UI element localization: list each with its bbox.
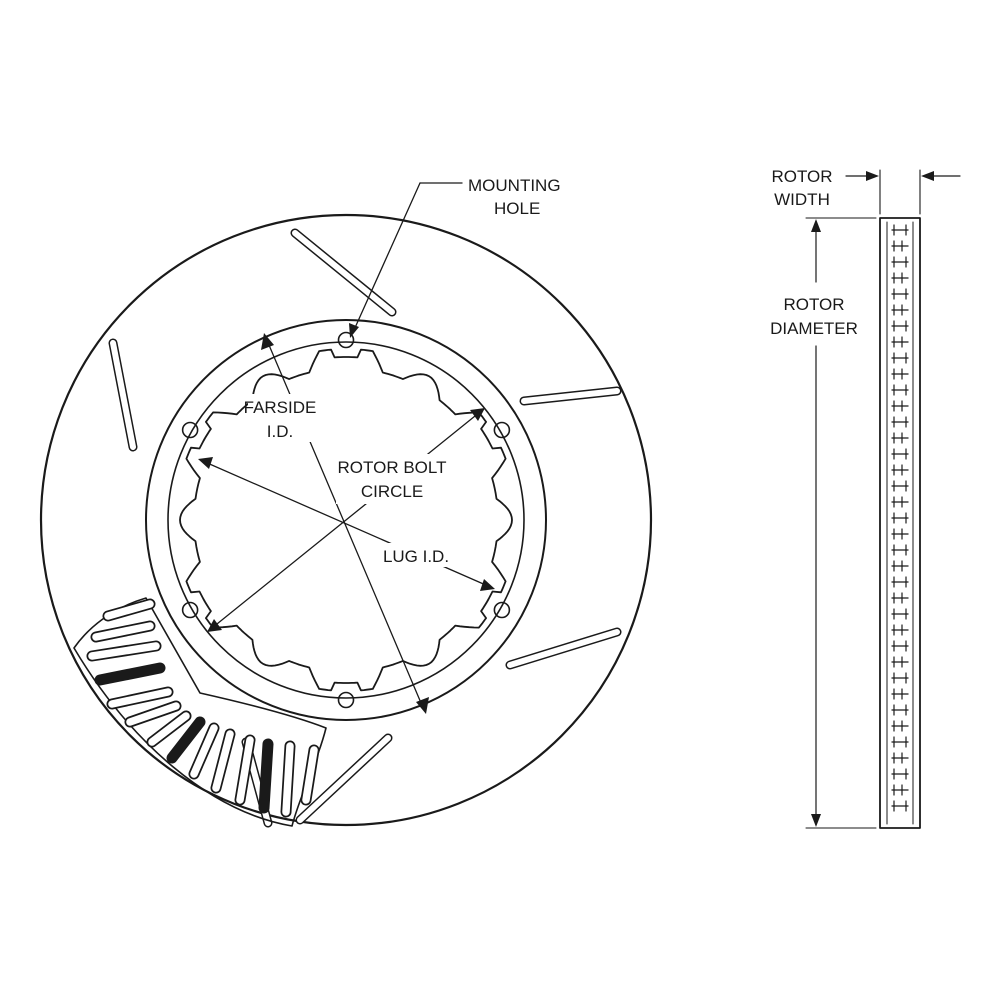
lug-id-scalloped-profile [179,348,513,692]
rotor-front-view [39,213,653,828]
rotor-width-label-line2: WIDTH [774,190,830,209]
mounting-hole [493,601,511,619]
label-halo [248,394,312,442]
rotor-diameter-label-line1: ROTOR [783,295,844,314]
cutaway-vane-section [73,597,327,827]
bolt-circle-label-line1: ROTOR BOLT [338,458,447,477]
bolt-circle-dimension-line [211,411,481,629]
rotor-side-view [879,217,921,829]
bolt-circle-label-line2: CIRCLE [361,482,423,501]
cutaway-boundary [73,597,327,827]
hat-recess-ring [167,341,525,699]
cooling-vane-fill [168,718,204,762]
lug-id-label: LUG I.D. [383,547,449,566]
front-dimension-lines [198,182,495,714]
rotor-diameter-label-line2: DIAMETER [770,319,858,338]
cooling-vane-fill [126,702,180,726]
mounting-hole [493,421,511,439]
mounting-hole [181,601,199,619]
cooling-vane-fill [190,724,218,778]
side-vane-pattern [891,224,909,812]
cooling-vane-fill [236,736,254,804]
label-halo [374,543,458,567]
cooling-vane-fill [212,730,234,792]
cooling-vane-fill [96,664,164,684]
cooling-vane-fill [108,688,172,708]
surface-slot-fill [297,735,391,823]
cooling-vane-fill [282,742,294,816]
farside-id-label-line1: FARSIDE [244,398,317,417]
surface-slot-fill [521,388,620,404]
cooling-vane-fill [88,642,160,660]
mounting-hole [337,331,355,349]
label-halo [336,454,448,504]
cooling-vanes [86,598,320,818]
surface-slots [108,228,622,828]
rotor-inner-edge [145,319,547,721]
surface-slot-fill [292,230,395,315]
cooling-vane-fill [104,600,154,620]
cooling-vane-fill [302,746,318,804]
mounting-hole-arrowhead [349,323,359,338]
surface-slot-fill [507,629,620,668]
front-labels: MOUNTING HOLE FARSIDE I.D. ROTOR BOLT CI… [244,176,561,567]
mounting-hole [181,421,199,439]
mounting-hole-label-line2: HOLE [494,199,540,218]
side-dimension-lines: ROTOR WIDTH ROTOR DIAMETER [770,167,961,829]
farside-id-label-line2: I.D. [267,422,293,441]
cooling-vane-fill [148,712,190,746]
cooling-vane-fill [92,622,154,641]
rotor-width-label-line1: ROTOR [771,167,832,186]
mounting-holes [181,331,511,709]
cooling-vane-fill [260,740,272,812]
mounting-hole [337,691,355,709]
rotor-outer-edge [39,213,653,827]
surface-slot-fill [110,340,136,450]
rotor-side-profile [879,217,921,829]
mounting-hole-label-line1: MOUNTING [468,176,561,195]
